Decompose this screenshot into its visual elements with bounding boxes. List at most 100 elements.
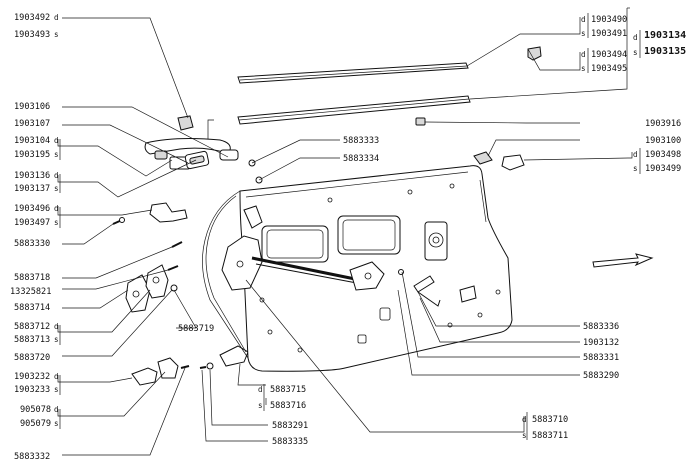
label-1903132: 1903132 <box>583 338 619 348</box>
side-d-1903134: d <box>633 33 638 42</box>
outer-door-handle <box>144 138 239 170</box>
door-bracket <box>149 202 188 223</box>
label-5883720: 5883720 <box>14 353 50 363</box>
leader-lines <box>57 8 633 456</box>
label-1903136: 1903136 <box>14 171 50 181</box>
label-905079: 905079 <box>20 419 51 429</box>
trim-clip-1903498 <box>501 154 525 171</box>
direction-arrow <box>592 253 654 268</box>
door-stop <box>157 357 179 379</box>
label-5883713: 5883713 <box>14 335 50 345</box>
label-5883333: 5883333 <box>343 136 379 146</box>
part-labels-middle: 5883333 5883334 5883719 d 5883715 s 5883… <box>178 136 379 447</box>
label-5883719: 5883719 <box>178 324 214 334</box>
label-1903495: 1903495 <box>591 64 627 74</box>
trim-clip-1903100 <box>473 151 493 165</box>
lower-bracket <box>131 367 158 386</box>
side-d-5883712: d <box>54 322 59 331</box>
door-inner-panel <box>202 165 513 372</box>
label-1903100: 1903100 <box>645 136 681 146</box>
side-s-1903499: s <box>633 164 638 173</box>
label-5883335: 5883335 <box>272 437 308 447</box>
label-5883718: 5883718 <box>14 273 50 283</box>
label-13325821: 13325821 <box>10 287 51 297</box>
label-1903499: 1903499 <box>645 164 681 174</box>
label-1903490: 1903490 <box>591 15 627 25</box>
label-1903493: 1903493 <box>14 30 50 40</box>
label-1903494: 1903494 <box>591 50 627 60</box>
side-s-1903137: s <box>54 184 59 193</box>
screw-5883330 <box>112 217 125 225</box>
label-5883336: 5883336 <box>583 322 619 332</box>
side-s-5883711: s <box>522 431 527 440</box>
label-1903492: 1903492 <box>14 13 50 23</box>
side-d-1903490: d <box>581 15 586 24</box>
side-s-1903195: s <box>54 150 59 159</box>
side-s-1903495: s <box>581 64 586 73</box>
label-5883331: 5883331 <box>583 353 619 363</box>
label-1903107: 1903107 <box>14 119 50 129</box>
label-1903496: 1903496 <box>14 204 50 214</box>
label-1903497: 1903497 <box>14 218 50 228</box>
side-d-1903492: d <box>54 13 59 22</box>
label-5883710: 5883710 <box>532 415 568 425</box>
label-1903916: 1903916 <box>645 119 681 129</box>
label-5883330: 5883330 <box>14 239 50 249</box>
label-905078: 905078 <box>20 405 51 415</box>
label-5883714: 5883714 <box>14 303 50 313</box>
lower-window-seal-strip <box>237 95 471 125</box>
side-d-1903232: d <box>54 372 59 381</box>
part-labels-left: 1903492 d 1903493 s 1903106 1903107 1903… <box>10 13 59 462</box>
label-1903104: 1903104 <box>14 136 50 146</box>
washer-5883719 <box>170 284 178 292</box>
washer-5883291 <box>206 362 214 370</box>
label-1903498: 1903498 <box>645 150 681 160</box>
screw-13325821 <box>167 265 179 271</box>
upper-window-seal-strip <box>237 62 469 84</box>
label-1903195: 1903195 <box>14 150 50 160</box>
label-1903134: 1903134 <box>644 30 686 41</box>
side-d-5883715: d <box>258 385 263 394</box>
label-1903137: 1903137 <box>14 184 50 194</box>
side-s-1903493: s <box>54 30 59 39</box>
lower-hinge <box>219 345 249 367</box>
retaining-clip <box>415 117 426 126</box>
label-1903491: 1903491 <box>591 29 627 39</box>
side-d-1903498: d <box>633 150 638 159</box>
label-1903232: 1903232 <box>14 372 50 382</box>
side-d-1903136: d <box>54 171 59 180</box>
label-1903106: 1903106 <box>14 102 50 112</box>
side-s-905079: s <box>54 419 59 428</box>
seal-end-clip <box>527 46 542 61</box>
side-s-5883713: s <box>54 335 59 344</box>
part-labels-right: d 1903490 s 1903491 d 1903494 s 1903495 … <box>522 7 686 441</box>
screw-5883335 <box>199 366 207 369</box>
side-d-5883710: d <box>522 415 527 424</box>
label-5883716: 5883716 <box>270 401 306 411</box>
side-s-5883716: s <box>258 401 263 410</box>
side-d-1903494: d <box>581 50 586 59</box>
label-1903135: 1903135 <box>644 46 686 57</box>
side-s-1903233: s <box>54 385 59 394</box>
upper-clip <box>177 115 194 131</box>
label-5883332: 5883332 <box>14 452 50 462</box>
side-s-1903491: s <box>581 29 586 38</box>
hinge-plate-right <box>145 264 169 299</box>
side-d-905078: d <box>54 405 59 414</box>
label-1903233: 1903233 <box>14 385 50 395</box>
label-5883334: 5883334 <box>343 154 379 164</box>
side-d-1903104: d <box>54 136 59 145</box>
label-5883290: 5883290 <box>583 371 619 381</box>
side-d-1903496: d <box>54 204 59 213</box>
handle-escutcheon <box>184 150 210 170</box>
label-5883712: 5883712 <box>14 322 50 332</box>
side-s-1903135: s <box>633 48 638 57</box>
label-5883715: 5883715 <box>270 385 306 395</box>
label-5883711: 5883711 <box>532 431 568 441</box>
hinge-plate-left <box>125 274 151 313</box>
label-5883291: 5883291 <box>272 421 308 431</box>
screw-5883718 <box>171 241 183 248</box>
side-s-1903497: s <box>54 218 59 227</box>
screw-5883332 <box>180 365 190 369</box>
